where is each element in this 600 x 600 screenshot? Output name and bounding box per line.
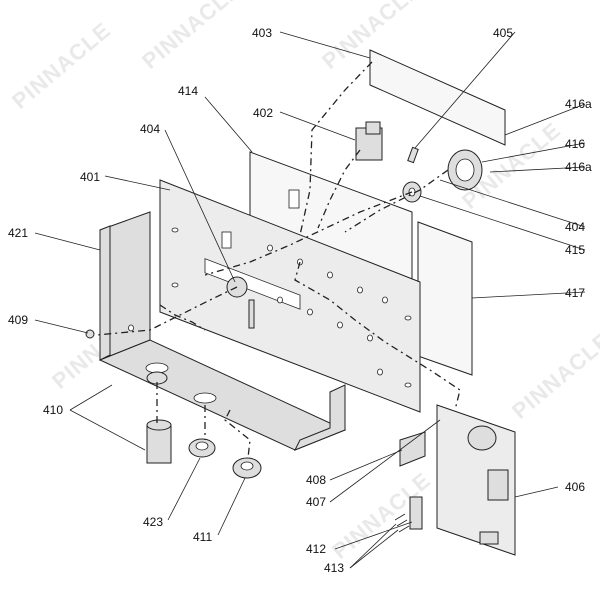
- callout-409: 409: [8, 313, 28, 327]
- callout-416: 416: [565, 137, 585, 151]
- nut-423: [188, 438, 216, 458]
- panel-417: [417, 221, 473, 376]
- callout-411: 411: [193, 530, 212, 544]
- grommet-411: [232, 457, 262, 479]
- callout-417: 417: [565, 286, 585, 300]
- screw-405: [407, 146, 419, 164]
- relay-402: [355, 121, 383, 161]
- callout-labels: 403 405 414 402 416a 404 416 416a 401 40…: [8, 26, 592, 575]
- callout-408: 408: [306, 473, 326, 487]
- cable-gland-410: [146, 371, 172, 464]
- callout-401: 401: [80, 170, 100, 184]
- assembly-paths: [96, 61, 461, 459]
- watermark-text-2: PINNACLE: [137, 0, 245, 74]
- callout-416a-mid: 416a: [565, 160, 592, 174]
- callout-410: 410: [43, 403, 63, 417]
- callout-413: 413: [324, 561, 344, 575]
- callout-404-right: 404: [565, 220, 585, 234]
- terminal-block-407: [399, 431, 426, 467]
- watermark-text-7: PINNACLE: [507, 327, 600, 424]
- callout-421: 421: [8, 226, 28, 240]
- watermark-text-1: PINNACLE: [7, 17, 115, 114]
- fan-416: [447, 149, 483, 191]
- callout-416a-top: 416a: [565, 97, 592, 111]
- leader-lines: [34, 31, 586, 569]
- panel-403: [369, 49, 506, 146]
- callout-404-top: 404: [140, 122, 160, 136]
- callout-403: 403: [252, 26, 272, 40]
- callout-414: 414: [178, 84, 198, 98]
- callout-406: 406: [565, 480, 585, 494]
- callout-402: 402: [253, 106, 273, 120]
- connector-412: [409, 496, 423, 530]
- screw-409: [85, 329, 95, 339]
- callout-405: 405: [493, 26, 513, 40]
- panel-414-slot: [288, 189, 300, 209]
- callout-423: 423: [143, 515, 163, 529]
- enclosure-box-421: [98, 211, 347, 451]
- callout-407: 407: [306, 495, 326, 509]
- pins-413: [394, 513, 410, 533]
- callout-415: 415: [565, 243, 585, 257]
- pcb-406: [436, 404, 516, 556]
- callout-412: 412: [306, 542, 326, 556]
